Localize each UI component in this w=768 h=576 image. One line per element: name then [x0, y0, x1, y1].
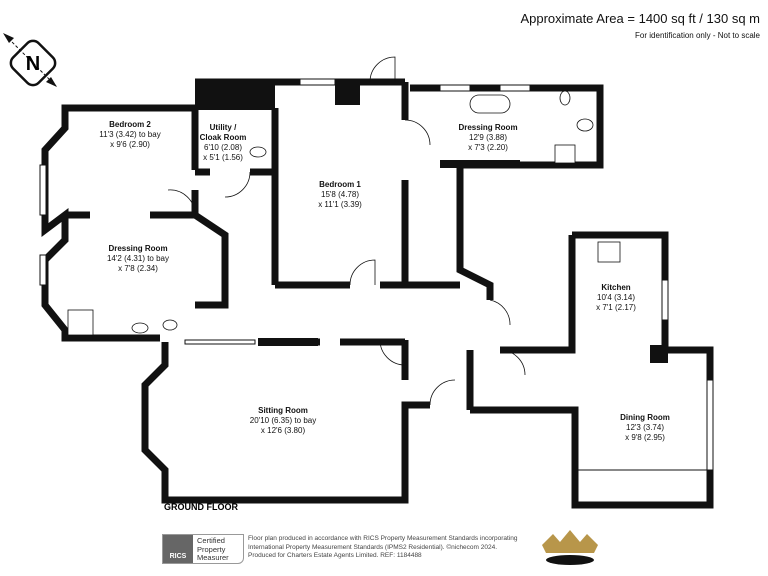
badge-line: Property: [197, 544, 226, 554]
room-dims: 12'3 (3.74): [626, 423, 664, 432]
room-dims: x 5'1 (1.56): [203, 153, 243, 162]
room-name: Dining Room: [620, 413, 670, 422]
compass: N: [3, 33, 57, 87]
rics-badge: RICS Certified Property Measurer: [162, 534, 244, 564]
sink-icon: [576, 118, 594, 132]
room-name: Cloak Room: [200, 133, 247, 142]
badge-line: Certified: [197, 536, 225, 545]
room-dims: x 11'1 (3.39): [318, 200, 362, 209]
approximate-area: Approximate Area = 1400 sq ft / 130 sq m: [520, 11, 760, 26]
room-dims: x 7'3 (2.20): [468, 143, 508, 152]
room-dims: 20'10 (6.35) to bay: [250, 416, 316, 425]
room-dims: x 9'8 (2.95): [625, 433, 665, 442]
room-dims: 15'8 (4.78): [321, 190, 359, 199]
room-dims: 10'4 (3.14): [597, 293, 635, 302]
room-labels: Bedroom 2 11'3 (3.42) to bay x 9'6 (2.90…: [99, 120, 670, 442]
room-dims: 11'3 (3.42) to bay: [99, 130, 160, 139]
floor-label: GROUND FLOOR: [164, 502, 238, 512]
disclaimer: Floor plan produced in accordance with R…: [248, 535, 548, 561]
room-name: Bedroom 2: [109, 120, 151, 129]
doors: [167, 56, 526, 406]
fixtures: [67, 90, 621, 336]
rics-logo: RICS: [163, 535, 193, 563]
room-name: Dressing Room: [458, 123, 517, 132]
disclaimer-line: Floor plan produced in accordance with R…: [248, 535, 518, 542]
black-blocks: [195, 80, 668, 363]
disclaimer-line: International Property Measurement Stand…: [248, 543, 498, 551]
toilet-icon: [249, 146, 267, 158]
toilet-icon: [559, 90, 571, 106]
sink-icon: [131, 322, 149, 334]
bath-icon: [469, 94, 511, 114]
room-name: Kitchen: [601, 283, 630, 292]
crown-logo: [542, 530, 598, 565]
shower-icon: [67, 309, 94, 336]
shower-icon: [554, 144, 576, 164]
disclaimer-line: Produced for Charters Estate Agents Limi…: [248, 552, 422, 559]
badge-line: Measurer: [197, 553, 229, 562]
room-name: Bedroom 1: [319, 180, 361, 189]
room-dims: x 9'6 (2.90): [110, 140, 150, 149]
room-name: Dressing Room: [108, 244, 167, 253]
room-dims: x 7'1 (2.17): [596, 303, 636, 312]
room-dims: 6'10 (2.08): [204, 143, 242, 152]
toilet-icon: [162, 319, 178, 331]
compass-letter: N: [26, 53, 40, 75]
room-dims: x 7'8 (2.34): [118, 264, 158, 273]
room-dims: 12'9 (3.88): [469, 133, 507, 142]
hob-icon: [597, 241, 621, 263]
windows: [39, 78, 714, 471]
identification-note: For identification only - Not to scale: [635, 31, 760, 40]
room-dims: 14'2 (4.31) to bay: [107, 254, 169, 263]
room-dims: x 12'6 (3.80): [261, 426, 306, 435]
room-name: Sitting Room: [258, 406, 308, 415]
room-name: Utility /: [210, 123, 237, 132]
